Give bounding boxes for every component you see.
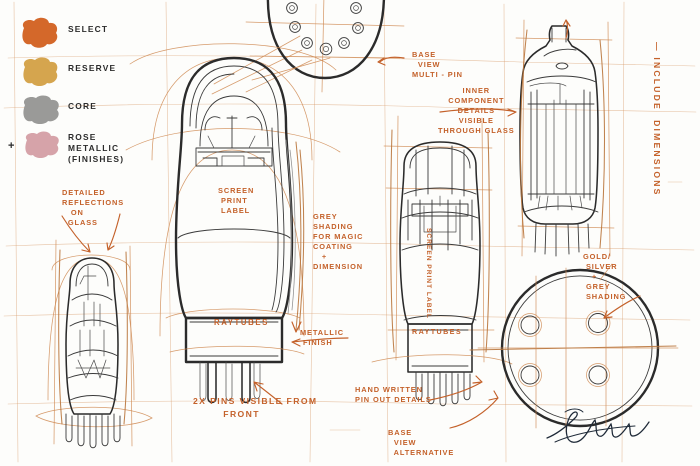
- medium-tube-figure: [371, 115, 513, 407]
- paper-texture: [329, 181, 683, 431]
- annotation-include-dimensions: — INCLUDE DIMENSIONS: [652, 42, 662, 197]
- swatch-rose-metallic: [25, 131, 59, 158]
- swatch-select: [22, 17, 58, 48]
- swatch-label-rose-metallic: ROSE METALLIC (FINISHES): [68, 132, 125, 164]
- swatch-core: [23, 95, 59, 124]
- swatch-reserve: [23, 57, 58, 86]
- swatch-label-select: SELECT: [68, 24, 109, 34]
- annotation-leaders: [61, 108, 613, 429]
- detailed-cutaway-tube-figure: [515, 19, 615, 257]
- large-octal-tube-figure: [125, 43, 341, 404]
- construction-guides: [3, 1, 697, 463]
- base-view-alternative-figure: [469, 267, 679, 433]
- small-noval-tube-figure: [35, 239, 153, 449]
- plus-symbol: +: [8, 140, 15, 152]
- swatch-label-reserve: RESERVE: [68, 63, 117, 73]
- artist-signature: [546, 408, 650, 443]
- pin-holes: [286, 2, 364, 56]
- grey-shading-strokes: [285, 139, 305, 333]
- base-view-multi-pin-figure: [211, 0, 405, 95]
- arrow-base-view: [379, 56, 405, 63]
- annotation-screen-print-label-right: SCREEN PRINT LABEL: [425, 228, 432, 319]
- pin-holes-alt: [518, 310, 611, 387]
- swatch-label-core: CORE: [68, 101, 97, 111]
